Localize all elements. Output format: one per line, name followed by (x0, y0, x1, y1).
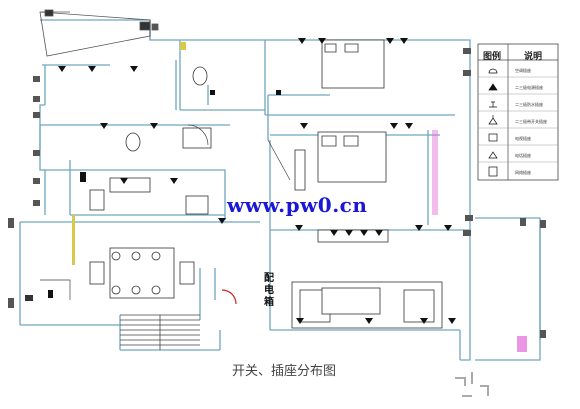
network-socket-icon (488, 166, 498, 177)
legend-item-label: 网络插座 (515, 170, 531, 175)
legend-item-label: 电视插座 (515, 136, 531, 141)
waterproof-socket-icon (489, 101, 497, 108)
accents (25, 42, 527, 352)
socket-symbols (48, 38, 456, 324)
distribution-box-label: 配电箱 (264, 273, 274, 308)
switch-socket-icon (488, 115, 498, 125)
tv-socket-icon (488, 133, 498, 142)
legend-item-label: 二三极带开关插座 (515, 119, 547, 124)
scan-artifact (455, 372, 489, 397)
legend-col-symbol: 图例 (483, 52, 502, 62)
watermark-text: www.pw0.cn (227, 193, 368, 217)
socket-icon (488, 83, 498, 91)
legend-item-label: 空调插座 (515, 68, 531, 73)
ac-socket-icon (488, 68, 498, 74)
legend-item-label: 电话插座 (515, 153, 531, 158)
corner-structure (39, 9, 159, 57)
legend-item-label: 二三极防水插座 (515, 102, 543, 107)
legend-item-label: 二三极电源插座 (515, 85, 543, 90)
wall-markers (8, 48, 546, 338)
legend-col-desc: 说明 (524, 52, 543, 62)
diagram-caption: 开关、插座分布图 (232, 364, 337, 379)
doors (40, 124, 291, 305)
phone-socket-icon (488, 151, 498, 159)
legend-table (477, 43, 559, 181)
